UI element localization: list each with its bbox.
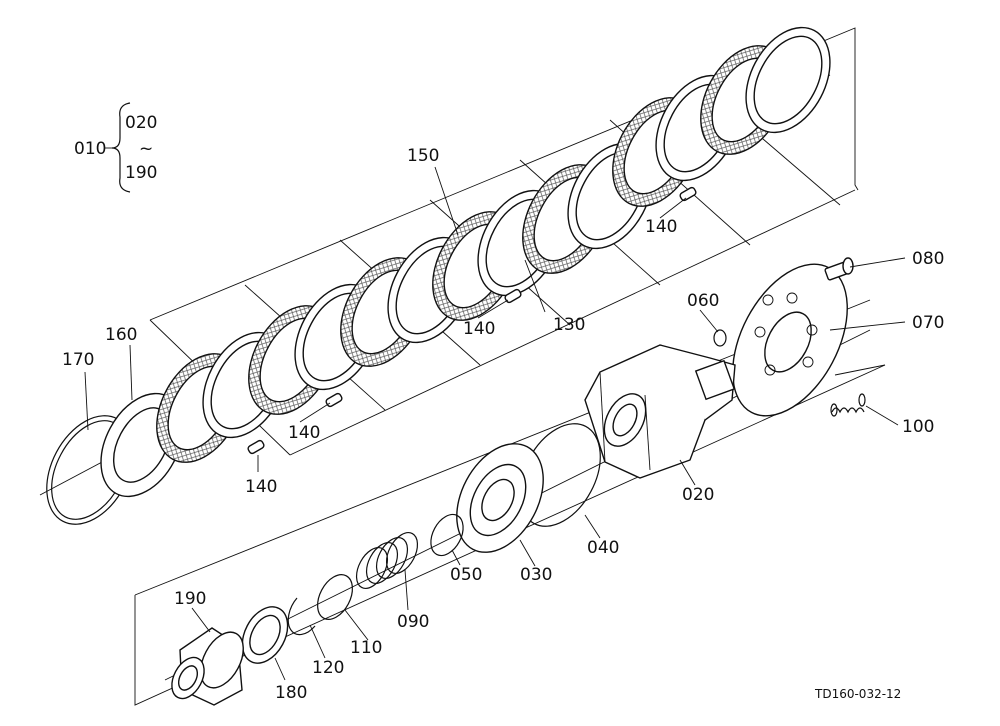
callout-070: 070 (912, 313, 944, 333)
assembly-range-end: 190 (125, 163, 157, 183)
callout-080: 080 (912, 249, 944, 269)
callout-020: 020 (682, 485, 714, 505)
callout-130: 130 (553, 315, 585, 335)
assembly-bracket (105, 102, 131, 193)
callout-150: 150 (407, 146, 439, 166)
clutch-drum-020 (584, 344, 736, 479)
callout-090: 090 (397, 612, 429, 632)
drawing-code: TD160-032-12 (814, 687, 901, 701)
spring-100 (830, 393, 866, 417)
o-ring-060 (713, 329, 727, 347)
pressure-plate-070 (732, 263, 848, 417)
spring-seat-110 (317, 574, 353, 620)
seal-ring-050 (430, 513, 464, 557)
callout-050: 050 (450, 565, 482, 585)
piston-030 (456, 443, 544, 553)
bolt-080 (824, 257, 854, 281)
assembly-parent-number: 010 (74, 139, 106, 159)
assembly-range-start: 020 (125, 113, 157, 133)
leader-lines (84, 166, 906, 681)
callout-160: 160 (105, 325, 137, 345)
callout-140-d: 140 (645, 217, 677, 237)
callout-180: 180 (275, 683, 307, 703)
callout-100: 100 (902, 417, 934, 437)
callout-140-c: 140 (463, 319, 495, 339)
callout-120: 120 (312, 658, 344, 678)
clutch-plate-pack (156, 26, 831, 463)
callout-170: 170 (62, 350, 94, 370)
snap-ring-120 (287, 597, 316, 636)
pin-140 (247, 186, 697, 455)
hub-190 (171, 627, 244, 706)
callout-060: 060 (687, 291, 719, 311)
bearing-180 (241, 606, 289, 664)
callout-040: 040 (587, 538, 619, 558)
steel-plate (745, 26, 831, 134)
callout-190: 190 (174, 589, 206, 609)
callout-030: 030 (520, 565, 552, 585)
assembly-range-separator: ~ (139, 139, 153, 159)
callout-110: 110 (350, 638, 382, 658)
callout-140-a: 140 (245, 477, 277, 497)
return-spring-090 (355, 532, 419, 589)
callout-140-b: 140 (288, 423, 320, 443)
